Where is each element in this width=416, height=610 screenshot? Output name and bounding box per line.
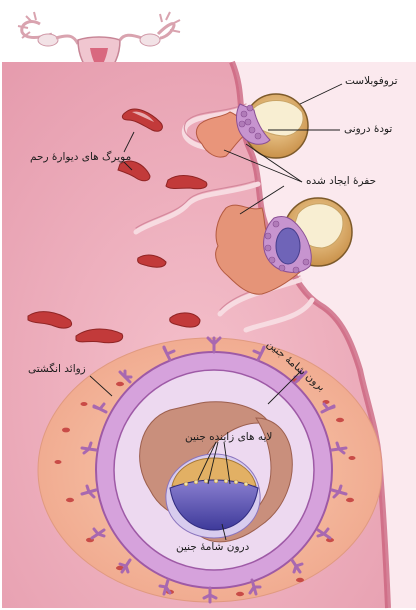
label-created-cavity: حفرهٔ ایجاد شده	[306, 175, 376, 188]
label-endometrial-capillaries: مویرگ های دیوارهٔ رحم	[30, 151, 131, 164]
label-germ-layers: لایه های زاینده جنین	[185, 431, 272, 444]
label-chorionic-villi: زوائد انگشتی	[28, 363, 86, 376]
label-trophoblast: تروفوبلاست	[345, 75, 398, 88]
label-amnion: درون شامهٔ جنین	[176, 541, 249, 554]
label-inner-cell-mass: تودهٔ درونی	[344, 123, 392, 136]
